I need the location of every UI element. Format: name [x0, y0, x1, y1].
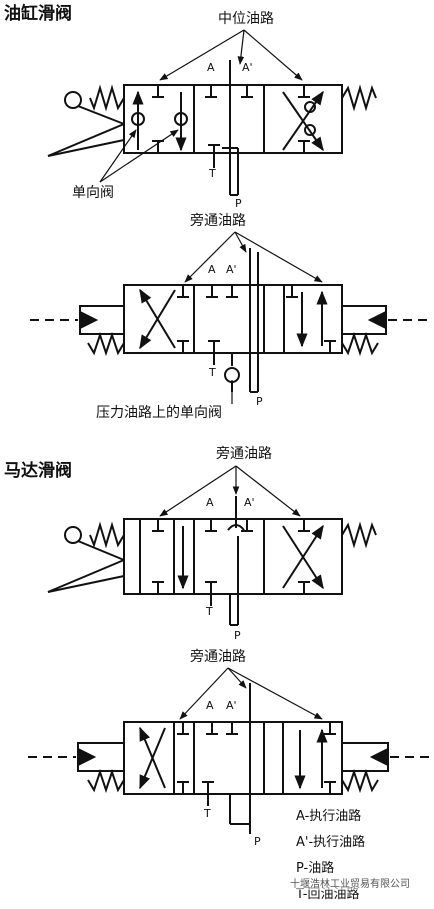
- diagram-cylinder-lever: [47, 29, 377, 196]
- port-a-label: A: [207, 61, 215, 74]
- watermark: 十堰浩林工业贸易有限公司: [290, 879, 410, 890]
- legend-item-t: T-回油油路: [296, 887, 360, 902]
- port-a2-label: A': [226, 699, 237, 712]
- callout-bypass-circuit-2: 旁通油路: [190, 213, 246, 229]
- port-p-label: P: [254, 835, 261, 848]
- legend-item-a2: A'-执行油路: [296, 835, 366, 850]
- callout-check-valve: 单向阀: [72, 185, 114, 201]
- port-a-label: A: [208, 263, 216, 276]
- port-p-label: P: [235, 197, 242, 210]
- port-t-label: T: [209, 167, 216, 180]
- return-spring-right: [341, 84, 377, 112]
- port-t-label: T: [206, 605, 213, 618]
- callout-bypass-circuit-4: 旁通油路: [190, 649, 246, 665]
- port-a2-label: A': [244, 496, 255, 509]
- section-title-cylinder: 油缸滑阀: [4, 4, 72, 24]
- callout-center-circuit: 中位油路: [218, 11, 274, 27]
- return-spring-left: [89, 84, 125, 112]
- spool-body: [123, 518, 343, 595]
- diagram-motor-pilot: [28, 667, 430, 834]
- port-a2-label: A': [226, 263, 237, 276]
- port-a2-label: A': [242, 61, 253, 74]
- port-a-label: A: [206, 496, 214, 509]
- port-p-label: P: [256, 395, 263, 408]
- diagram-motor-lever: [47, 465, 377, 626]
- section-title-motor: 马达滑阀: [4, 461, 72, 481]
- callout-bypass-circuit-3: 旁通油路: [216, 446, 272, 462]
- port-p-label: P: [234, 629, 241, 642]
- port-a-label: A: [206, 699, 214, 712]
- callout-pressure-check-valve: 压力油路上的单向阀: [96, 405, 222, 421]
- port-t-label: T: [209, 366, 216, 379]
- lever-knob: [64, 526, 82, 544]
- pressure-check-valve: [224, 367, 240, 383]
- legend-item-a: A-执行油路: [296, 809, 362, 824]
- diagram-cylinder-pilot: [30, 231, 430, 404]
- spool-body: [123, 84, 343, 154]
- port-t-label: T: [204, 807, 211, 820]
- lever-knob: [64, 91, 82, 109]
- legend-item-p: P-油路: [296, 861, 335, 876]
